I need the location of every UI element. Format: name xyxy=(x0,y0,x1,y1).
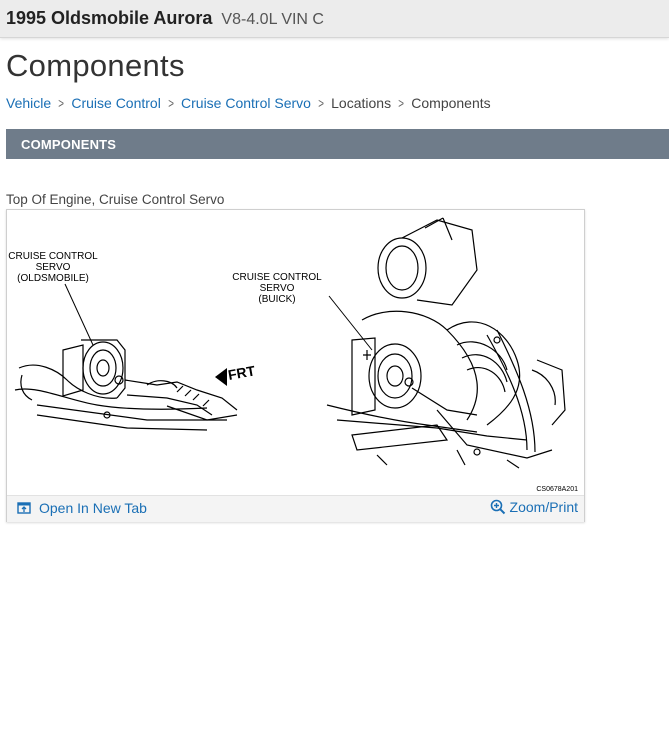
breadcrumb-cruise-control-servo[interactable]: Cruise Control Servo xyxy=(181,95,311,111)
breadcrumb-locations: Locations xyxy=(331,95,392,111)
page-title: Components xyxy=(6,48,185,83)
vehicle-title: 1995 Oldsmobile Aurora V8-4.0L VIN C xyxy=(6,8,324,29)
zoom-print-label: Zoom/Print xyxy=(509,499,578,515)
label-left-line2: SERVO xyxy=(36,262,71,273)
chevron-right-icon: > xyxy=(398,95,405,111)
section-title: COMPONENTS xyxy=(21,137,117,152)
open-in-new-tab-button[interactable]: Open In New Tab xyxy=(17,500,147,516)
figure-toolbar: Open In New Tab Zoom/Print xyxy=(7,495,584,522)
open-in-new-tab-label: Open In New Tab xyxy=(39,500,147,516)
zoom-in-icon xyxy=(490,499,505,515)
figure-code: CS0678A201 xyxy=(536,486,578,493)
figure-card: CRUISE CONTROL SERVO (OLDSMOBILE) FRT xyxy=(6,209,585,522)
label-left-line3: (OLDSMOBILE) xyxy=(17,273,89,284)
vehicle-engine: V8-4.0L VIN C xyxy=(221,11,324,28)
open-in-new-tab-icon xyxy=(17,502,31,514)
zoom-print-button[interactable]: Zoom/Print xyxy=(490,499,578,515)
chevron-right-icon: > xyxy=(58,95,65,111)
breadcrumb-cruise-control[interactable]: Cruise Control xyxy=(71,95,161,111)
label-right-line3: (BUICK) xyxy=(258,294,295,305)
cruise-control-servo-diagram[interactable]: CRUISE CONTROL SERVO (OLDSMOBILE) FRT xyxy=(7,210,584,495)
label-right-line2: SERVO xyxy=(260,283,295,294)
vehicle-make-model: 1995 Oldsmobile Aurora xyxy=(6,8,213,28)
left-engine-illustration xyxy=(14,339,238,431)
label-left-line1: CRUISE CONTROL xyxy=(8,251,98,262)
chevron-right-icon: > xyxy=(318,95,324,111)
figure-caption: Top Of Engine, Cruise Control Servo xyxy=(6,192,225,207)
breadcrumb: Vehicle > Cruise Control > Cruise Contro… xyxy=(6,95,491,111)
chevron-right-icon: > xyxy=(168,95,174,111)
right-engine-illustration xyxy=(326,217,566,469)
top-bar: 1995 Oldsmobile Aurora V8-4.0L VIN C xyxy=(0,0,669,38)
label-right-line1: CRUISE CONTROL xyxy=(232,272,322,283)
breadcrumb-vehicle[interactable]: Vehicle xyxy=(6,95,52,111)
frt-label: FRT xyxy=(227,362,257,383)
breadcrumb-components: Components xyxy=(411,95,491,111)
section-header: COMPONENTS xyxy=(6,129,669,159)
front-arrow-icon xyxy=(215,368,227,386)
